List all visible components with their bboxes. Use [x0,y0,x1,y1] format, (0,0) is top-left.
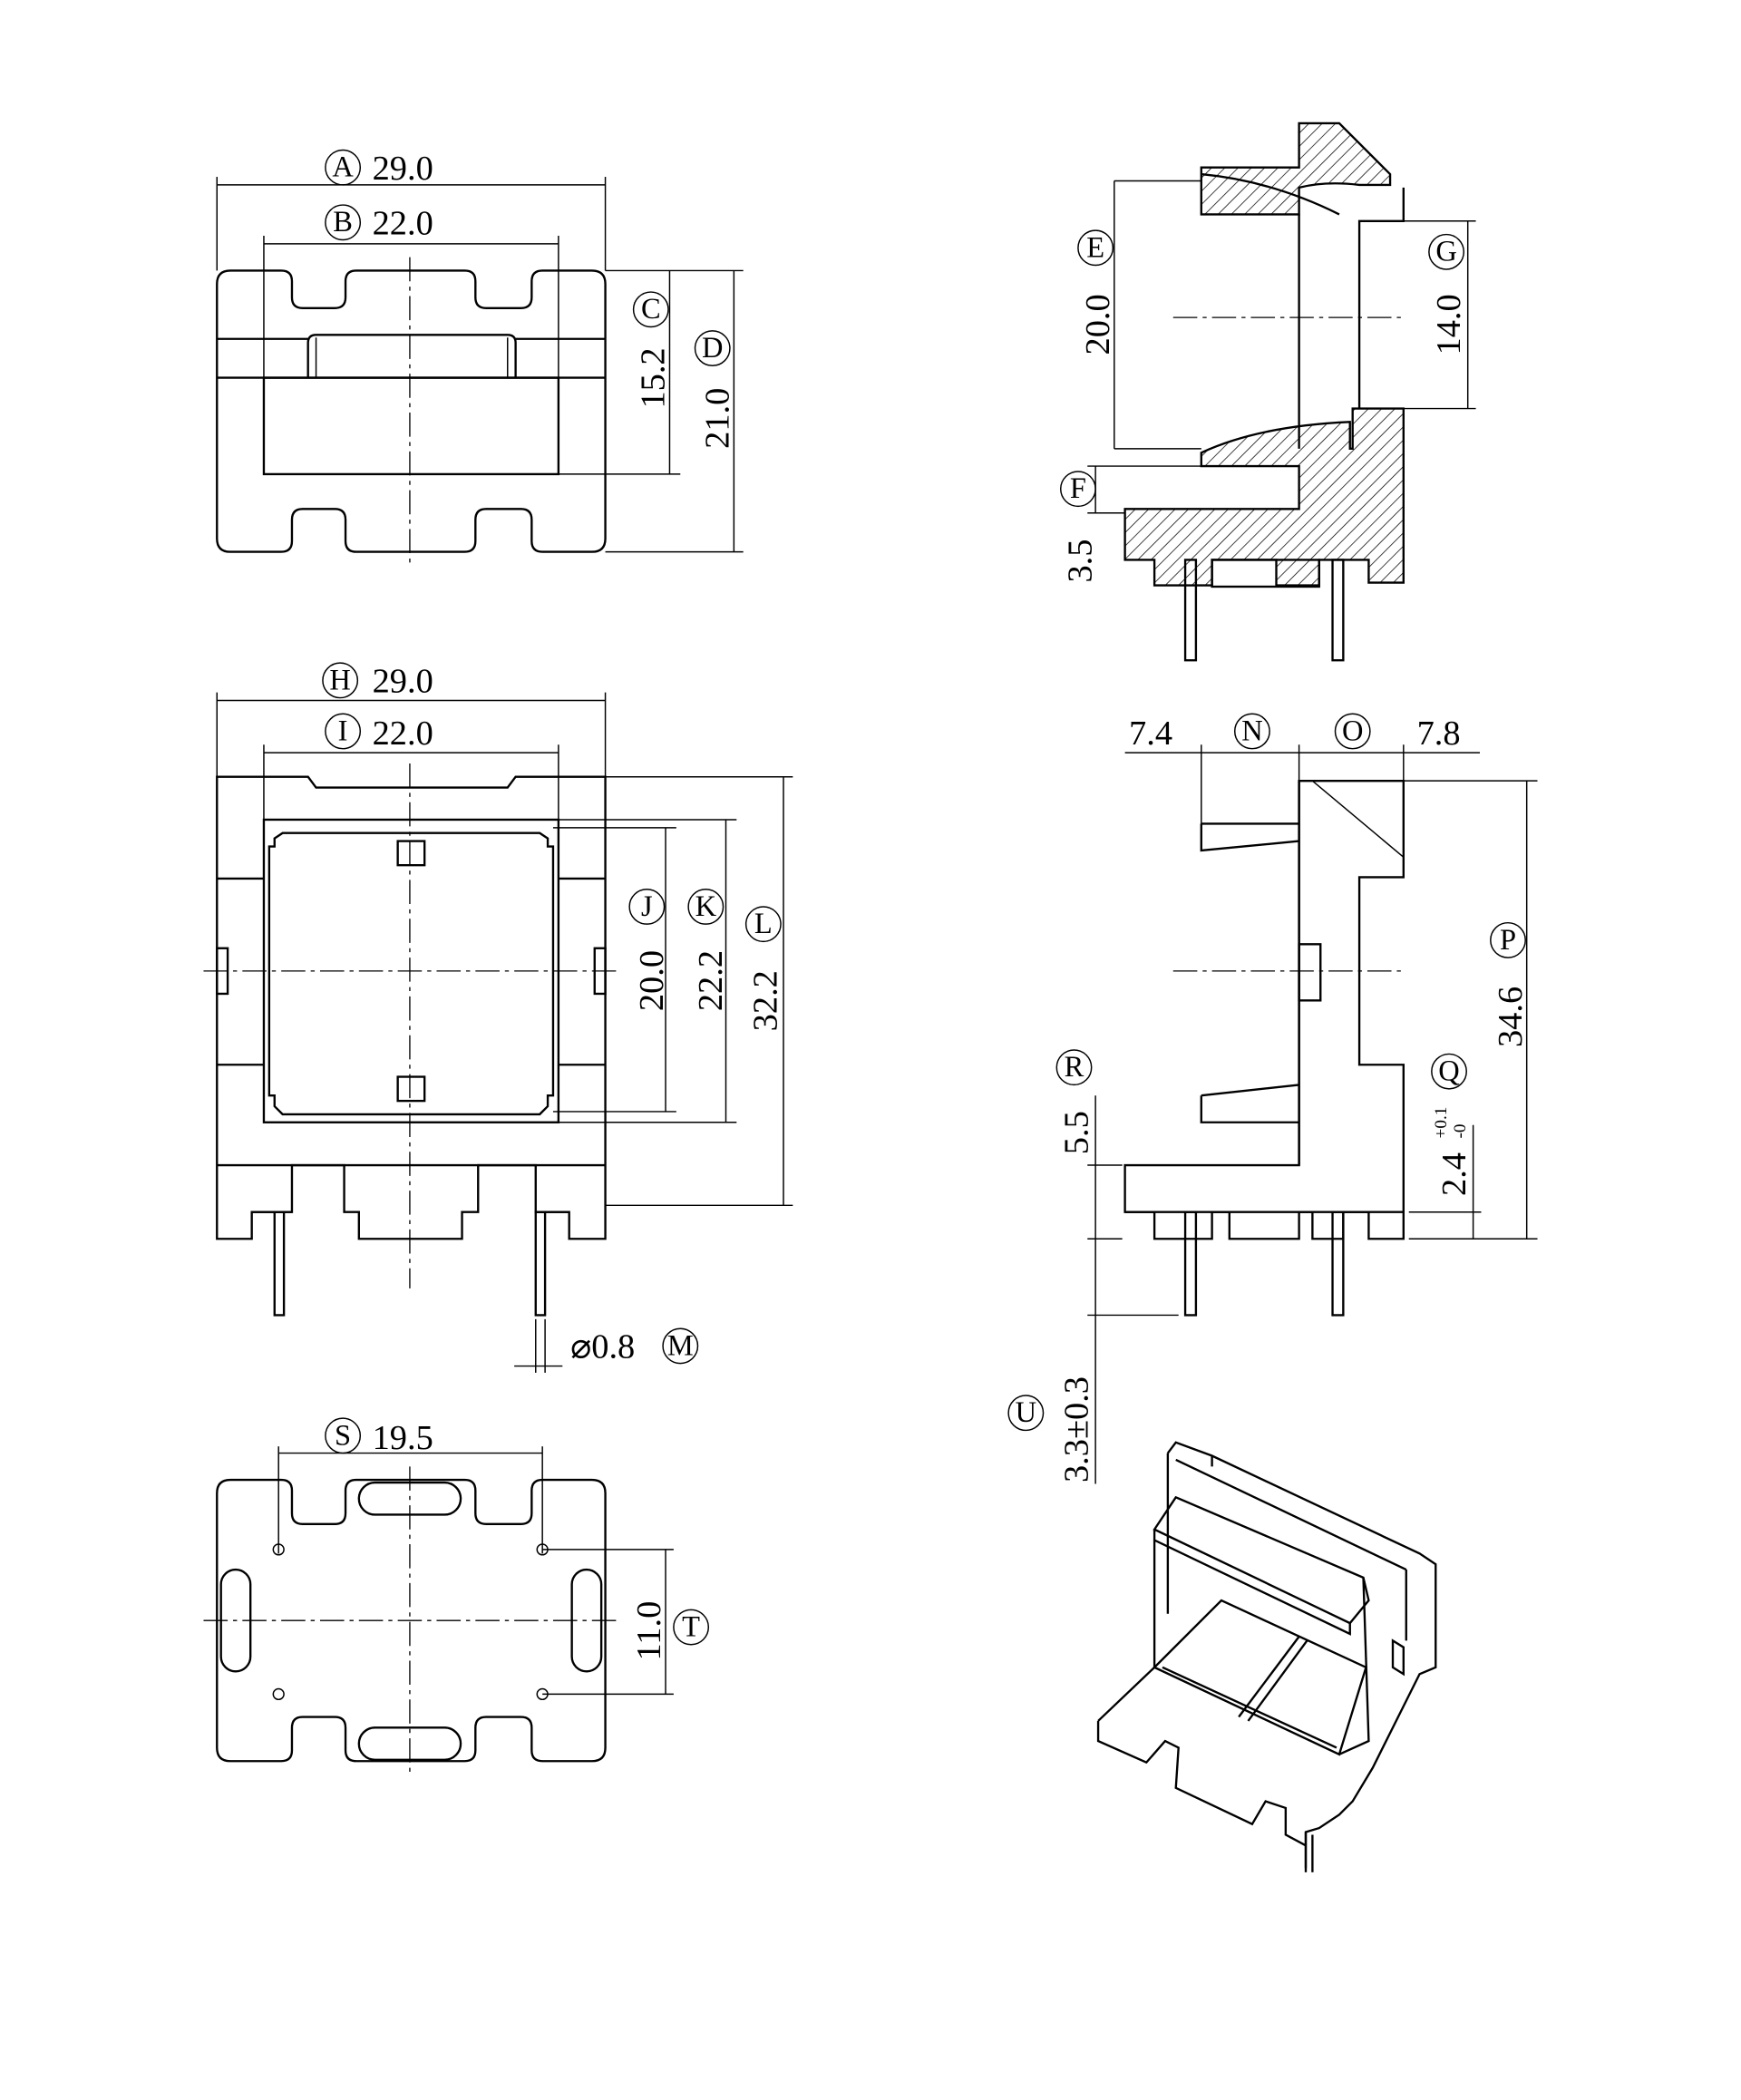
section-view: E 20.0 G 14.0 F 3.5 [1059,122,1476,662]
dimension-b: 22.0 [373,205,433,243]
label-letter-d: D [702,332,723,365]
label-letter-s: S [335,1419,351,1452]
dimension-i: 22.0 [373,715,433,753]
label-letter-b: B [333,206,353,238]
dimension-q: 2.4 [1435,1152,1474,1196]
label-letter-l: L [754,908,773,940]
label-letter-g: G [1435,236,1456,268]
dimension-r: 5.5 [1057,1111,1095,1154]
label-letter-e: E [1086,231,1104,264]
dimension-e: 20.0 [1079,294,1117,355]
label-letter-u: U [1016,1396,1036,1429]
label-letter-i: I [338,715,348,747]
dimension-d: 21.0 [698,388,736,449]
label-letter-f: F [1070,472,1086,505]
dimension-n: 7.4 [1129,715,1172,753]
label-letter-c: C [641,293,661,326]
label-letter-p: P [1500,924,1516,957]
dimension-t: 11.0 [630,1601,668,1661]
dimension-p: 34.6 [1492,987,1530,1047]
dimension-k: 22.2 [692,950,730,1011]
dimension-l: 32.2 [747,970,785,1031]
dimension-o: 7.8 [1417,715,1461,753]
dimension-c: 15.2 [635,347,673,408]
dimension-m: ⌀0.8 [570,1328,635,1366]
label-letter-o: O [1342,715,1363,747]
dimension-q-tol-plus: +0.1 [1432,1107,1451,1139]
side-view: 7.4 N O 7.8 P 34.6 Q 2.4 +0.1 -0 R 5.5 U… [1007,713,1538,1484]
label-letter-k: K [695,890,717,923]
label-letter-m: M [667,1329,694,1362]
isometric-view [1096,1441,1437,1872]
label-letter-j: J [641,890,653,923]
label-letter-r: R [1065,1051,1084,1084]
label-letter-a: A [332,151,354,184]
dimension-a: 29.0 [373,150,433,188]
label-letter-h: H [329,664,350,696]
top-view: A 29.0 B 22.0 C 15.2 D 21.0 [216,149,744,563]
dimension-u: 3.3±0.3 [1057,1376,1095,1483]
label-letter-q: Q [1438,1055,1459,1088]
dimension-s: 19.5 [373,1419,433,1457]
label-letter-n: N [1241,715,1262,747]
front-view: H 29.0 I 22.0 J 20.0 K 22.2 L 32.2 ⌀0.8 … [203,662,793,1373]
dimension-f: 3.5 [1062,540,1100,583]
dimension-h: 29.0 [373,663,433,701]
dimension-j: 20.0 [633,950,671,1011]
bottom-view: S 19.5 11.0 T [203,1417,710,1775]
dimension-q-tol-minus: -0 [1451,1123,1470,1138]
label-letter-t: T [682,1611,700,1644]
dimension-g: 14.0 [1430,294,1468,355]
